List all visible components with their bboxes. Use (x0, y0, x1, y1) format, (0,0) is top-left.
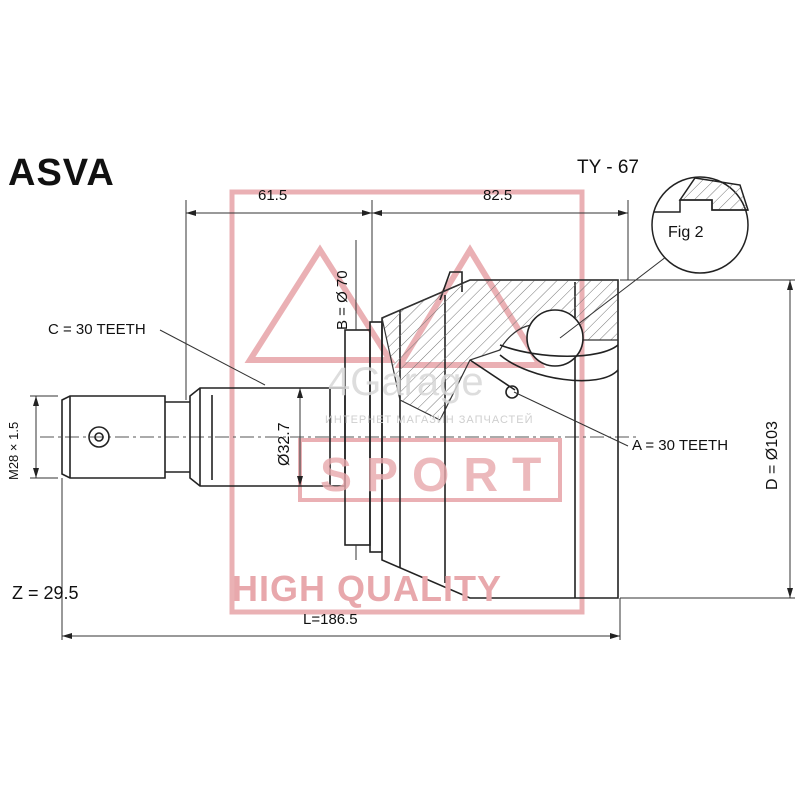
dim-thread: M28 × 1.5 (6, 421, 21, 480)
ball-cage (469, 309, 619, 399)
part-number: TY - 67 (577, 157, 639, 178)
dim-shaft-diameter: Ø32.7 (276, 422, 293, 466)
dim-length-right: 82.5 (483, 187, 513, 204)
dim-outer-diameter: D = Ø103 (764, 421, 781, 490)
dim-z: Z = 29.5 (12, 583, 79, 603)
threaded-stub (61, 395, 190, 479)
dim-inner-spline: A = 30 TEETH (632, 437, 729, 454)
watermark-site-name: 4Garage (328, 360, 484, 404)
dim-total-length: L=186.5 (303, 611, 358, 628)
dim-outer-spline: C = 30 TEETH (48, 321, 146, 338)
watermark-site-tagline: ИНТЕРНЕТ МАГАЗИН ЗАПЧАСТЕЙ (325, 414, 534, 426)
brand-logo: ASVA (8, 152, 115, 194)
watermark-sport: SPORT (320, 449, 556, 502)
watermark-quality: HIGH QUALITY (232, 568, 502, 609)
dim-length-left: 61.5 (258, 187, 288, 204)
fig2-detail (651, 176, 750, 274)
figure-label: Fig 2 (668, 224, 704, 241)
arrowheads (33, 210, 793, 639)
dim-bearing-diameter: B = Ø 70 (334, 270, 351, 330)
dimension-lines (30, 200, 795, 640)
